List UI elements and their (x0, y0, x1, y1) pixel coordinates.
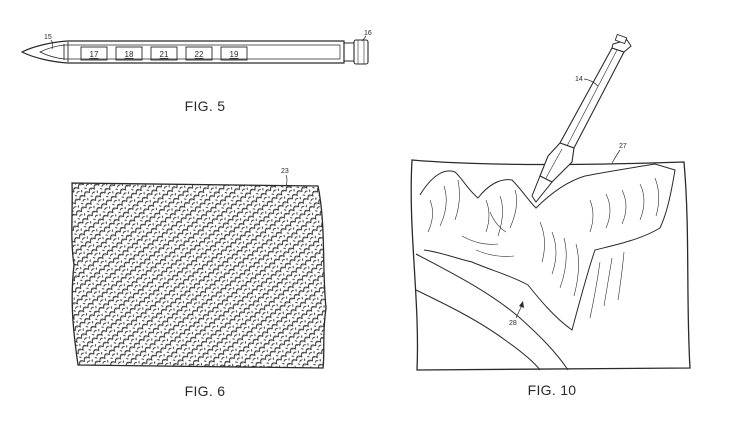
fig10-groove-band (415, 253, 569, 371)
fig10-stylus (531, 33, 632, 203)
fig5-leader-cap (361, 35, 367, 42)
fig10-ref-device: 14 (575, 76, 583, 83)
fig5-component-box (220, 46, 248, 61)
fig10-stylus-edge (566, 49, 618, 147)
fig5-component-box (150, 46, 178, 61)
fig10-ref-surface: 27 (619, 143, 627, 150)
fig10-caption: FIG. 10 (528, 382, 577, 398)
fig5-end-cap (353, 39, 369, 65)
fig10-stylus-tip (531, 175, 553, 203)
fig5-component-box (185, 46, 213, 61)
fig10-surface-outline (410, 159, 691, 371)
fig5-ref-cap: 16 (364, 30, 372, 37)
fig6-mesh-sheet: 23 FIG. 6 (71, 168, 327, 399)
fig10-leader-surface (611, 149, 621, 164)
fig5-component-label: 21 (160, 50, 169, 59)
fig5-end-collar (343, 42, 355, 62)
fig6-weave-texture (71, 183, 326, 368)
fig10-stylus-knob (614, 33, 628, 45)
fig6-ref-mesh: 23 (281, 168, 289, 175)
fig10-terrain-hatching (427, 177, 660, 319)
fig5-component-label: 19 (230, 50, 239, 59)
fig10-ref-groove: 28 (509, 320, 517, 327)
fig5-component-label: 22 (195, 50, 204, 59)
fig10-ridge-outline (419, 163, 676, 331)
fig5-body-outline (20, 40, 345, 64)
fig6-leader-mesh (285, 174, 288, 187)
fig5-ref-tip: 15 (44, 34, 52, 41)
fig10-surface-scene: 14 27 28 FIG. 10 (410, 33, 691, 398)
fig5-component-box (80, 46, 108, 61)
fig10-arrowhead (519, 301, 524, 308)
fig5-caption: FIG. 5 (185, 98, 226, 114)
fig6-sheet-outline (71, 182, 327, 369)
fig10-groove-band-2 (415, 289, 541, 371)
fig5-component-label: 17 (90, 50, 99, 59)
fig5-elongated-device: 17 18 21 22 19 15 16 FIG. 5 (20, 30, 372, 114)
fig5-component-label: 18 (125, 50, 134, 59)
fig10-grip-line (545, 148, 563, 179)
fig5-component-box (115, 46, 143, 61)
fig10-leader-groove (515, 304, 523, 319)
fig6-caption: FIG. 6 (185, 383, 226, 399)
fig10-leader-device (583, 78, 599, 87)
fig5-inner-wall (39, 44, 341, 60)
fig5-leader-tip (50, 39, 54, 50)
